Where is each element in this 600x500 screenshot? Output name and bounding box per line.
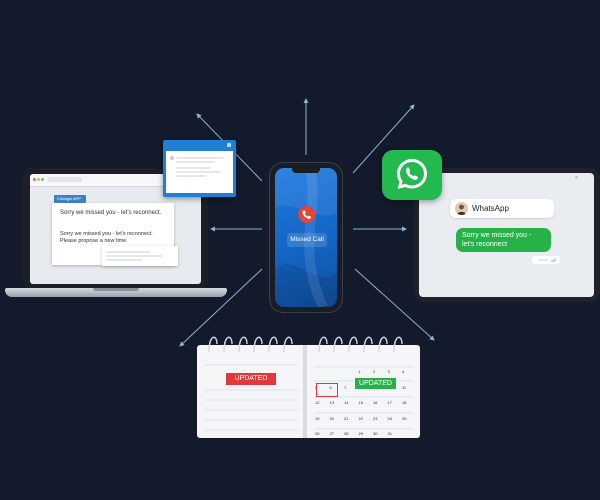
calendar-spiral	[208, 336, 403, 353]
calendar-day[interactable]: 2	[373, 369, 376, 374]
phone-notch	[292, 168, 320, 173]
browser-chrome	[30, 174, 201, 187]
calendar-spine	[303, 345, 307, 438]
calendar-day[interactable]: 3	[387, 369, 390, 374]
whatsapp-contact-bar[interactable]	[450, 199, 554, 218]
arrow-down-right	[354, 268, 435, 341]
calendar-left-page	[197, 345, 304, 438]
calendar-previous-slot[interactable]	[316, 383, 338, 397]
calendar-day[interactable]: 7	[344, 384, 347, 390]
updated-badge-removed: UPDATED	[226, 373, 276, 385]
laptop-message-long: Sorry we missed you - let’s reconnect. P…	[60, 231, 153, 244]
avatar-person-icon	[457, 204, 466, 215]
calendar-day[interactable]: 27	[329, 431, 334, 436]
calendar-day[interactable]: 28	[344, 431, 349, 436]
popup-body	[166, 151, 233, 193]
browser-address-bar[interactable]	[48, 177, 82, 182]
hangup-button[interactable]	[298, 206, 315, 223]
browser-dot-green	[41, 178, 44, 181]
calendar-day[interactable]: 15	[358, 400, 363, 405]
whatsapp-logo	[382, 150, 442, 200]
calendar-day[interactable]: 14	[344, 400, 349, 405]
calendar-day[interactable]: 20	[329, 415, 334, 421]
calendar-day[interactable]: 19	[315, 415, 320, 421]
missed-call-label: Missed Call	[287, 233, 327, 247]
calendar-day[interactable]: 12	[315, 400, 320, 405]
phone-screen	[275, 168, 337, 307]
notification-popup[interactable]	[163, 140, 236, 197]
calendar-day[interactable]: 16	[373, 400, 378, 405]
calendar-day[interactable]: 30	[373, 431, 378, 436]
calendar-day[interactable]: 11	[402, 384, 407, 390]
laptop-message-short: Sorry we missed you - let’s reconnect.	[60, 210, 162, 216]
browser-dot-red	[33, 178, 36, 181]
calendar-left-lines	[205, 364, 297, 431]
sender-tab: Clinlogic APP	[54, 195, 86, 203]
document-lines	[106, 251, 162, 261]
whatsapp-contact-name: WhatsApp	[472, 204, 509, 213]
popup-close-icon[interactable]	[227, 143, 231, 147]
browser-dot-yellow	[37, 178, 40, 181]
double-check-icon	[538, 258, 557, 263]
whatsapp-icon	[397, 159, 427, 189]
calendar-day[interactable]: 25	[402, 415, 407, 421]
phone-hangup-icon	[302, 210, 311, 219]
laptop-notch	[93, 288, 139, 291]
calendar-day[interactable]: 6	[329, 384, 332, 390]
calendar-day[interactable]: 13	[329, 400, 334, 405]
calendar-day[interactable]: 24	[387, 415, 392, 421]
background-document	[102, 246, 178, 266]
tablet-camera	[575, 176, 578, 179]
arrow-down-left	[179, 268, 263, 347]
calendar-day[interactable]: 18	[402, 400, 407, 405]
calendar-day[interactable]: 17	[387, 400, 392, 405]
updated-badge-new: UPDATED	[355, 378, 396, 389]
calendar-day[interactable]: 4	[402, 369, 405, 374]
calendar-right-page: 1234567891011121314151617181920212223242…	[306, 345, 420, 438]
calendar-day[interactable]: 26	[315, 431, 320, 436]
message-status-pill	[532, 256, 560, 264]
laptop-base	[5, 288, 227, 297]
phone-wallpaper-waves	[275, 168, 337, 307]
calendar-day[interactable]: 23	[373, 415, 378, 421]
calendar-day[interactable]: 31	[387, 431, 392, 436]
calendar-day[interactable]: 29	[358, 431, 363, 436]
whatsapp-message-bubble: Sorry we missed you - let’s reconnect	[456, 228, 551, 252]
popup-text-lines	[170, 156, 224, 177]
avatar	[455, 202, 468, 215]
calendar-day[interactable]: 1	[358, 369, 361, 374]
calendar-day[interactable]: 21	[344, 415, 349, 421]
arrow-up-right	[352, 104, 415, 174]
calendar-day[interactable]: 22	[358, 415, 363, 421]
